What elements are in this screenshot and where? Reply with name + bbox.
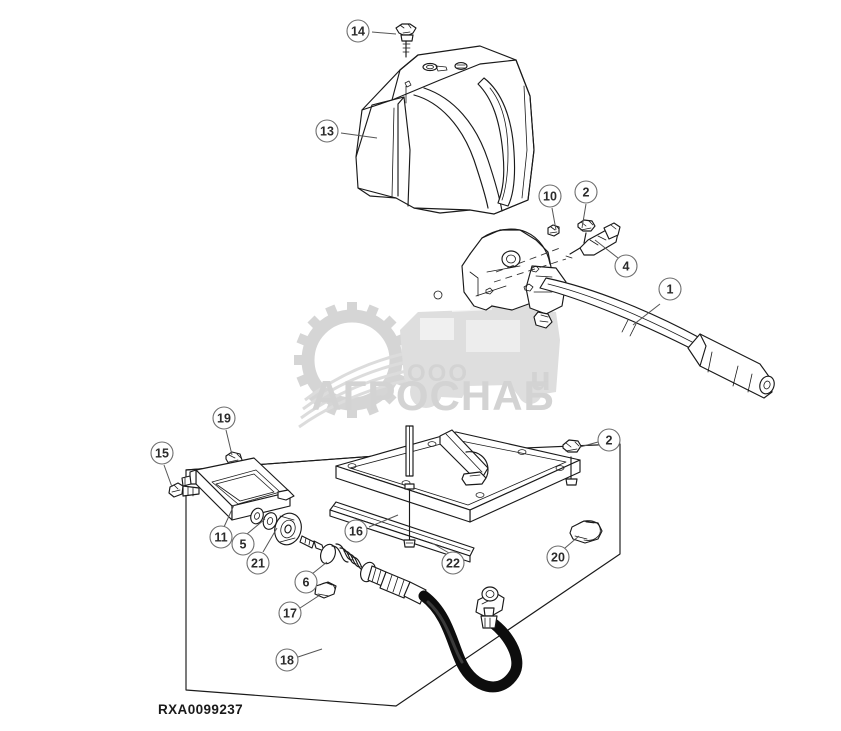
callout-15: 15 (150, 441, 174, 488)
callout-leader-line (594, 239, 619, 259)
watermark-stray-glyph: u (530, 360, 551, 398)
callout-number: 1 (667, 283, 674, 297)
callout-leader-line (225, 429, 233, 456)
callout-bubble (275, 648, 299, 672)
callout-bubble (278, 601, 302, 625)
callout-bubble (346, 19, 370, 43)
callout-number: 10 (543, 190, 557, 204)
callout-bubble (212, 406, 236, 430)
callout-17: 17 (278, 594, 321, 625)
callout-22: 22 (431, 542, 465, 575)
callout-leader-line (311, 561, 328, 575)
callout-leader-line (581, 203, 587, 229)
callout-1: 1 (632, 277, 682, 326)
callout-number: 15 (155, 447, 169, 461)
callout-leader-line (551, 207, 557, 231)
callout-4: 4 (594, 239, 638, 278)
callout-number: 2 (606, 434, 613, 448)
callout-bubble (294, 570, 318, 594)
callout-bubble (150, 441, 174, 465)
part-5-washers (250, 507, 278, 530)
callout-leader-line (163, 464, 173, 488)
callout-13: 13 (315, 119, 378, 143)
callout-leader-line (371, 31, 397, 35)
part-4-pivot-pin (565, 222, 621, 259)
callout-number: 18 (280, 654, 294, 668)
part-15-bolt (168, 482, 200, 498)
callout-10: 10 (538, 184, 562, 231)
callout-leader-line (262, 527, 278, 553)
callout-bubble (597, 428, 621, 452)
callout-bubble (231, 532, 255, 556)
callout-leader-line (564, 535, 580, 549)
callout-number: 5 (240, 538, 247, 552)
callout-5: 5 (231, 518, 266, 556)
callout-bubble (246, 551, 270, 575)
callout-leader-line (223, 504, 235, 528)
callout-11: 11 (209, 504, 235, 549)
callout-2: 2 (579, 428, 621, 452)
callout-number: 20 (551, 551, 565, 565)
callout-bubble (546, 545, 570, 569)
callout-18: 18 (275, 648, 323, 672)
part-lever-bracket-housing (461, 228, 567, 329)
callout-number: 4 (623, 260, 630, 274)
callout-layer: 1 2 4 10 13 14 2 20 22 16 19 15 11 5 21 6 17 18 (150, 19, 682, 672)
callout-leader-line (340, 132, 378, 139)
callout-21: 21 (246, 527, 278, 575)
callout-bubble (538, 184, 562, 208)
callout-leader-line (246, 518, 266, 535)
callout-number: 21 (251, 557, 265, 571)
callout-leader-line (431, 542, 450, 554)
part-2-cap-screw-lower (562, 439, 582, 486)
callout-bubble (209, 525, 233, 549)
callout-number: 17 (283, 607, 297, 621)
part-1-control-lever (539, 277, 775, 399)
callout-leader-line (299, 594, 321, 609)
callout-number: 13 (320, 125, 334, 139)
callout-bubble (441, 551, 465, 575)
callout-number: 22 (446, 557, 460, 571)
callout-bubble (574, 180, 598, 204)
callout-leader-line (632, 303, 661, 326)
callout-leader-line (579, 441, 599, 448)
part-cable-sheath-fittings (367, 565, 427, 605)
callout-number: 6 (303, 576, 310, 590)
watermark-line2: АГРОСНАБ (311, 372, 554, 419)
callout-leader-line (368, 514, 399, 528)
part-16-base-plate (329, 425, 581, 563)
callout-20: 20 (546, 535, 580, 569)
part-number-caption: RXA0099237 (158, 702, 244, 717)
part-10-washer (547, 224, 560, 237)
watermark-line1: ООО (407, 360, 469, 387)
callout-number: 11 (214, 531, 227, 545)
part-11-slide-bracket (181, 457, 295, 521)
detail-small-hole (433, 290, 443, 300)
callout-bubble (315, 119, 339, 143)
callout-number: 14 (351, 25, 365, 39)
part-21-pulley (274, 512, 302, 546)
callout-leader-line (297, 648, 323, 658)
callout-bubble (614, 254, 638, 278)
callout-6: 6 (294, 561, 328, 594)
part-14-screw (395, 23, 417, 58)
part-22-bolt (403, 483, 416, 548)
part-17-clip (314, 581, 337, 599)
callout-bubble (658, 277, 682, 301)
callout-number: 16 (349, 525, 363, 539)
part-13-console-cover (355, 45, 535, 215)
callout-2: 2 (574, 180, 598, 229)
callout-14: 14 (346, 19, 397, 43)
callout-16: 16 (344, 514, 399, 543)
callout-number: 19 (217, 412, 231, 426)
part-small-fastener-link (299, 535, 325, 552)
part-hose-end-fitting (475, 586, 505, 629)
part-hose (418, 590, 523, 693)
callout-bubble (344, 519, 368, 543)
part-2-cap-screw-upper (577, 219, 596, 244)
callout-19: 19 (212, 406, 236, 456)
callout-number: 2 (583, 186, 590, 200)
